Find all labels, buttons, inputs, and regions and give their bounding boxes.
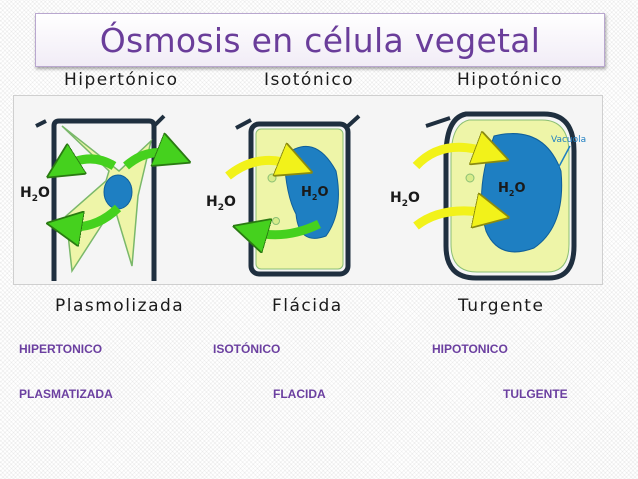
water-label: H2O	[390, 190, 420, 209]
caption-tulgente: TULGENTE	[503, 387, 568, 401]
label-hypotonic: Hipotónico	[457, 70, 564, 90]
water-out-arrow	[64, 204, 122, 227]
caption-hypotonic: HIPOTONICO	[432, 342, 508, 356]
cell-wall	[235, 118, 252, 130]
cell-wall	[51, 118, 60, 281]
cell-plasmolyzed	[35, 114, 174, 281]
osmosis-diagram: H2O H2O H2O H2O H2O Vacuola	[13, 95, 603, 285]
water-in-arrow	[225, 160, 296, 180]
cell-wall	[346, 114, 361, 128]
cell-wall	[248, 121, 351, 277]
water-label: H2O	[206, 194, 236, 213]
caption-plasmatizada: PLASMATIZADA	[19, 387, 113, 401]
chloroplast	[465, 173, 475, 183]
caption-isotonic: ISOTÓNICO	[213, 342, 281, 356]
vacuole-label: Vacuola	[551, 135, 586, 145]
title-banner: Ósmosis en célula vegetal	[35, 13, 605, 67]
cell-wall	[425, 116, 451, 128]
cell-wall	[35, 119, 47, 128]
water-out-arrow	[62, 159, 117, 168]
label-hypertonic: Hipertónico	[64, 70, 179, 90]
water-out-arrow	[123, 153, 174, 170]
vacuole-pointer	[538, 145, 571, 205]
cell-turgid	[412, 111, 577, 281]
caption-hypertonic: HIPERTONICO	[19, 342, 103, 356]
water-in-arrow	[412, 147, 492, 170]
chloroplast	[267, 173, 277, 183]
water-label: H2O	[20, 185, 50, 204]
chloroplast	[272, 217, 280, 225]
page-title: Ósmosis en célula vegetal	[99, 20, 541, 60]
cell-flaccid	[225, 114, 361, 277]
osmosis-diagram-svg: H2O H2O H2O H2O H2O Vacuola	[20, 111, 586, 281]
label-plasmolyzed: Plasmolizada	[55, 296, 185, 316]
water-in-arrow	[413, 211, 492, 230]
water-label: H2O	[301, 185, 329, 202]
caption-flacida: FLACIDA	[273, 387, 326, 401]
water-out-arrow	[250, 224, 321, 235]
cell-wall	[443, 111, 577, 281]
water-label: H2O	[498, 181, 526, 198]
small-vacuole	[103, 174, 133, 210]
label-flaccid: Flácida	[272, 296, 343, 316]
label-isotonic: Isotónico	[264, 70, 355, 90]
label-turgid: Turgente	[458, 296, 545, 316]
cell-wall	[152, 114, 166, 128]
